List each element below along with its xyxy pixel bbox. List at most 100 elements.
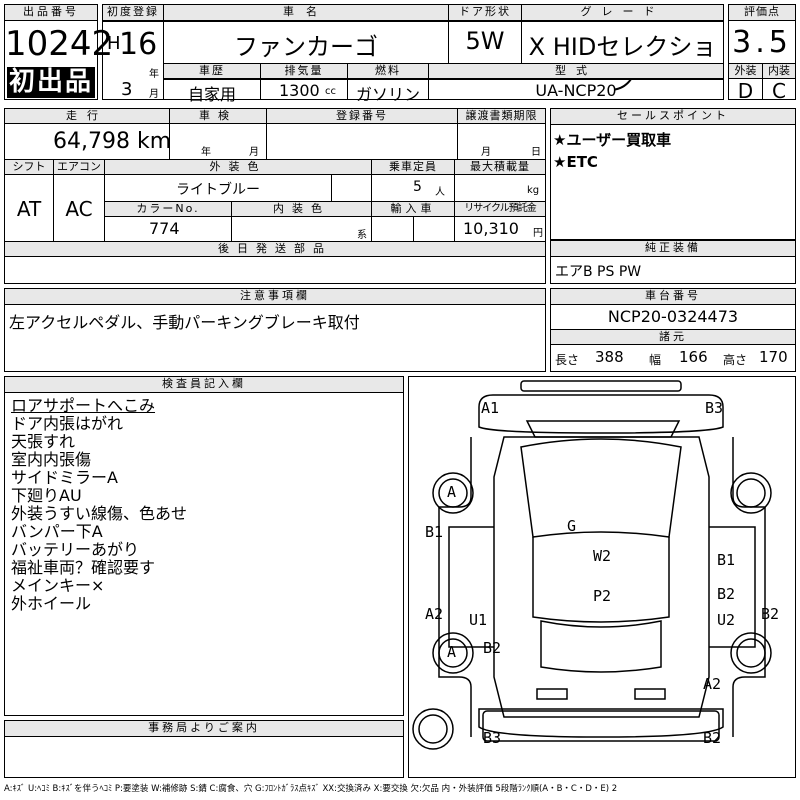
seats: 5: [413, 179, 422, 195]
length-label: 長さ: [555, 353, 580, 367]
month-unit: 月: [149, 89, 159, 100]
regno-label: 登録番号: [267, 109, 457, 124]
map-label-a-left-rear: A: [447, 643, 457, 661]
reg-label: 初度登録: [103, 5, 163, 21]
import-label: 輸入車: [372, 202, 454, 217]
map-label-b2-rear: B2: [483, 639, 502, 657]
seats-label: 乗車定員: [372, 160, 454, 175]
chassis-box: 車台番号 NCP20-0324473 諸元 長さ 388 幅 166 高さ 17…: [550, 288, 796, 372]
ac: AC: [65, 197, 93, 221]
recycle: 10,310: [463, 219, 519, 238]
color-label: 外装色: [105, 160, 371, 175]
car-name-label: 車名: [164, 5, 448, 21]
displacement-label: 排気量: [261, 64, 347, 79]
inspector-line: メインキー×: [11, 576, 105, 595]
grade-label: グレード: [522, 5, 723, 21]
displacement-unit: cc: [325, 86, 336, 97]
load-unit: kg: [527, 185, 540, 196]
inspection-label: 車検: [170, 109, 266, 124]
ac-label: エアコン: [54, 160, 104, 175]
recycle-unit: 円: [533, 228, 543, 239]
equip: エアB PS PW: [555, 264, 642, 280]
caution-box: 注意事項欄 左アクセルペダル、手動パーキングブレーキ取付: [4, 288, 546, 372]
caution-label: 注意事項欄: [5, 289, 545, 305]
legend: A:ｷｽﾞ U:ﾍｺﾐ B:ｷｽﾞを伴うﾍｺﾐ P:要塗装 W:補修跡 S:錆 …: [4, 784, 618, 794]
first-listing-badge: 初出品: [7, 67, 95, 98]
color-no-label: カラーNo.: [105, 202, 231, 217]
map-label-b2-side: B2: [761, 605, 780, 623]
shift-label: シフト: [5, 160, 53, 175]
sales-point-2: ★ETC: [553, 153, 598, 171]
equip-label: 純正装備: [551, 241, 795, 257]
interior-label: 内装: [763, 64, 795, 79]
map-label-b1-left: B1: [425, 523, 444, 541]
map-label-b3-bottom: B3: [483, 729, 502, 747]
map-label-a-left: A: [447, 483, 457, 501]
sales-box: セールスポイント ★ユーザー買取車 ★ETC: [550, 108, 796, 240]
caution-text: 左アクセルペダル、手動パーキングブレーキ取付: [9, 313, 360, 332]
door-type: 5W: [465, 27, 505, 55]
car-name: ファンカーゴ: [234, 33, 378, 61]
inspector-line: バンパー下A: [11, 522, 103, 541]
inspector-line: ロアサポートへこみ: [11, 396, 156, 415]
height-label: 高さ: [723, 353, 748, 367]
map-label-b2-right: B2: [717, 585, 736, 603]
map-label-b3-top: B3: [705, 399, 724, 417]
exterior-label: 外装: [729, 64, 762, 79]
history: 自家用: [187, 85, 236, 104]
fuel-label: 燃料: [348, 64, 428, 79]
score: 3.5: [732, 25, 792, 60]
inspection-month: 月: [249, 147, 259, 158]
map-label-a2-rear: A2: [703, 675, 722, 693]
int-color-label: 内装色: [232, 202, 371, 217]
color-no: 774: [149, 219, 180, 238]
chassis-number: NCP20-0324473: [607, 307, 739, 326]
map-label-a1: A1: [481, 399, 500, 417]
transfer-label: 譲渡書類期限: [458, 109, 545, 124]
dims-label: 諸元: [551, 330, 795, 345]
mid-table: 走行 車検 登録番号 譲渡書類期限 64,798 km 年 月 月 日 シフト …: [4, 108, 546, 284]
car-diagram: [412, 380, 772, 750]
inspector-line: 外ホイール: [11, 594, 92, 613]
transfer-month: 月: [481, 147, 491, 158]
inspection-year: 年: [201, 147, 211, 158]
history-label: 車歴: [164, 64, 260, 79]
fuel: ガソリン: [355, 85, 420, 104]
inspector-line: 室内内張傷: [11, 450, 92, 469]
map-label-g: G: [567, 517, 577, 535]
transfer-day: 日: [531, 147, 541, 158]
map-label-p2: P2: [593, 587, 612, 605]
map-label-b1-right: B1: [717, 551, 736, 569]
exterior-score: D: [737, 79, 754, 103]
recycle-label: リサイクル預託金: [455, 202, 545, 217]
inspector-label: 検査員記入欄: [5, 377, 403, 393]
inspector-line: バッテリーあがり: [11, 540, 140, 559]
map-label-u1: U1: [469, 611, 488, 629]
width-label: 幅: [649, 353, 662, 367]
mileage: 64,798 km: [53, 129, 172, 154]
shift: AT: [16, 197, 42, 221]
office-label: 事務局よりご案内: [5, 721, 403, 737]
year-unit: 年: [149, 69, 159, 80]
map-label-b2-bottom: B2: [703, 729, 722, 747]
score-label: 評価点: [729, 5, 795, 21]
inspector-lines: ロアサポートへこみ ドア内張はがれ 天張すれ 室内内張傷 サイドミラーA 下廻り…: [11, 397, 187, 613]
model: UA-NCP20: [535, 81, 617, 100]
reg-month: 3: [121, 79, 133, 100]
height: 170: [759, 348, 788, 366]
lot-label: 出品番号: [5, 5, 97, 21]
interior-score: C: [772, 79, 786, 103]
reg-year: 16: [119, 27, 158, 62]
door-label: ドア形状: [449, 5, 521, 21]
inspector-line: 外装うすい線傷、色あせ: [11, 504, 188, 523]
lot-number: 10242: [5, 24, 114, 64]
inspector-line: ドア内張はがれ: [11, 414, 124, 433]
car-map: A1 B3 A B1 B1 G W2 P2 B2 A2 B2 U1 U2 A B…: [408, 376, 796, 778]
era: H: [107, 33, 121, 54]
displacement: 1300: [279, 81, 320, 100]
int-color-unit: 系: [357, 230, 367, 241]
inspector-line: 下廻りAU: [11, 486, 82, 505]
sales-point-1: ★ユーザー買取車: [553, 131, 672, 149]
length: 388: [595, 348, 624, 366]
inspector-line: 福祉車両？確認要す: [11, 558, 156, 577]
